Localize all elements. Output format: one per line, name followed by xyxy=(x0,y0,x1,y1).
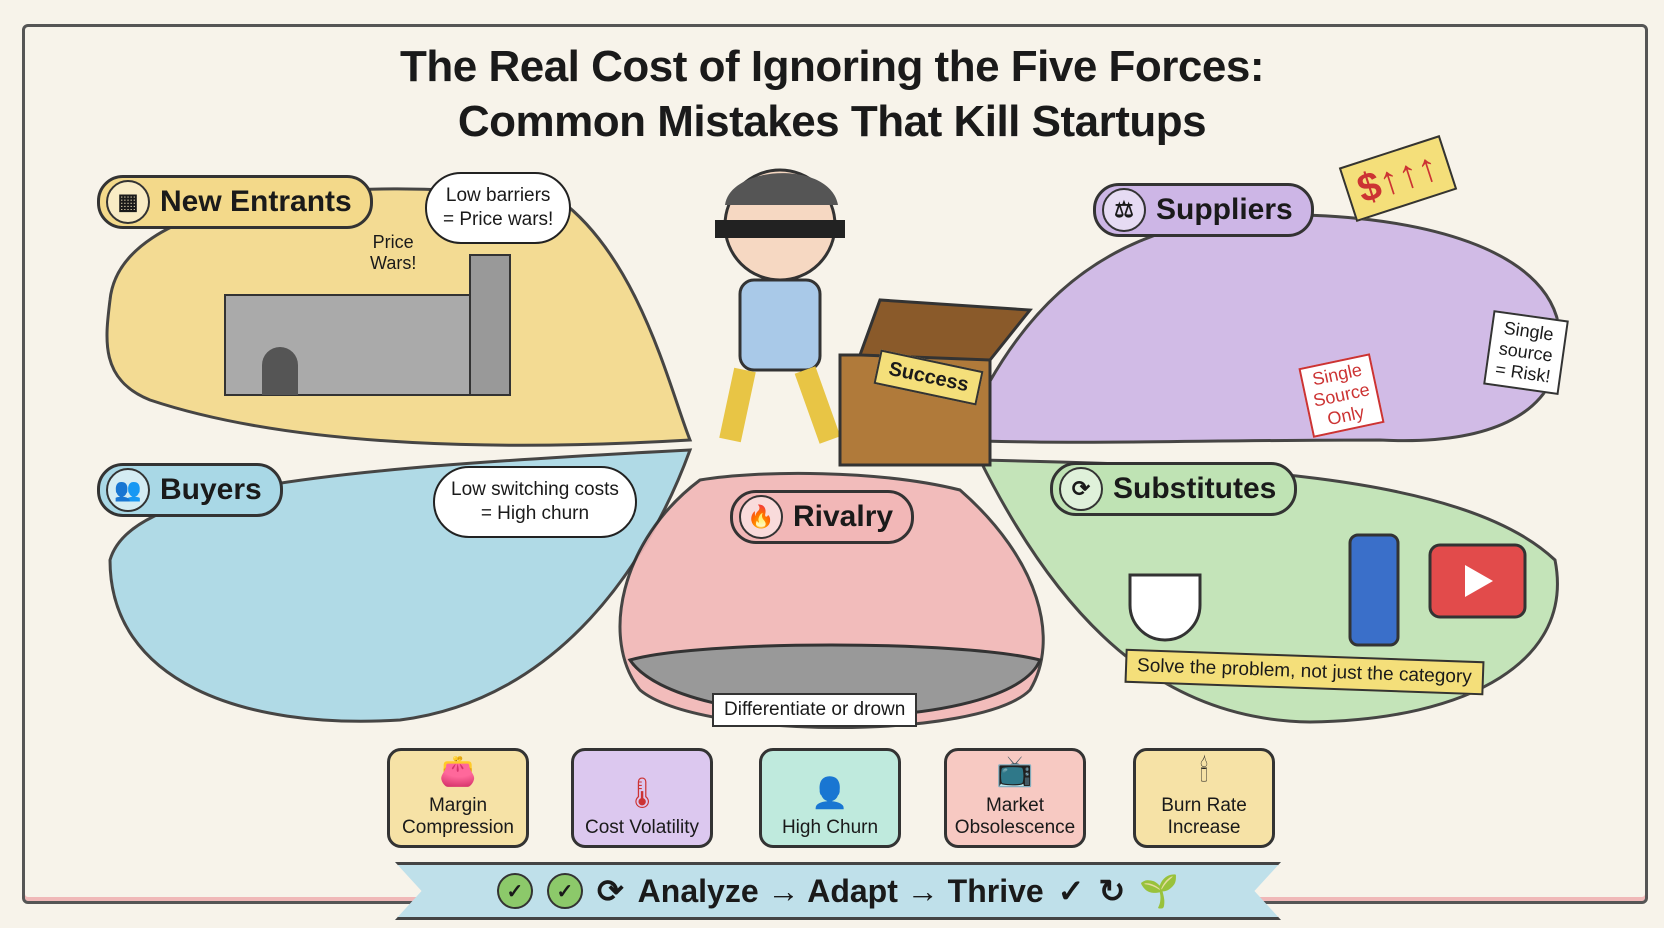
suppliers-label: ⚖ Suppliers xyxy=(1093,183,1314,237)
buyers-text: Buyers xyxy=(160,473,262,506)
thermometer-icon: 🌡 xyxy=(622,777,662,810)
cycle-icon: ↻ xyxy=(1098,873,1126,909)
person-leaving-icon: 👤 xyxy=(811,777,849,810)
bubble-line: = Price wars! xyxy=(443,209,554,230)
new-entrants-label: ▦ New Entrants xyxy=(97,175,373,229)
scale-icon: ⚖ xyxy=(1102,188,1146,232)
page-title-line2: Common Mistakes That Kill Startups xyxy=(457,97,1207,146)
card-line: Margin xyxy=(428,795,488,816)
cycle-icon: ⟳ xyxy=(596,873,624,909)
substitutes-text: Substitutes xyxy=(1113,472,1277,505)
card-line: Cost Volatility xyxy=(584,817,700,838)
suppliers-text: Suppliers xyxy=(1156,193,1293,226)
cycle-icon: ⟳ xyxy=(1059,467,1103,511)
card-line: Compression xyxy=(402,817,514,838)
new-entrants-bubble: Low barriers = Price wars! xyxy=(425,172,572,244)
consequence-card-high-churn: 👤 High Churn xyxy=(759,748,901,848)
wallet-icon: 👛 xyxy=(439,755,477,788)
sign-line: Wars! xyxy=(370,253,417,273)
bottom-banner: ✓ ✓ ⟳ Analyze → Adapt → Thrive ✓ ↻ 🌱 xyxy=(395,862,1281,920)
blindfolded-founder-illustration xyxy=(715,168,845,444)
new-entrants-text: New Entrants xyxy=(160,185,352,218)
bubble-line: Low barriers xyxy=(445,185,551,206)
bubble-line: Low switching costs xyxy=(451,479,619,500)
buyers-bubble: Low switching costs = High churn xyxy=(433,466,637,538)
card-line: Increase xyxy=(1167,817,1241,838)
substitutes-label: ⟳ Substitutes xyxy=(1050,462,1298,516)
bubble-line: = High churn xyxy=(480,503,590,524)
broken-tv-icon: 📺 xyxy=(996,755,1034,788)
card-line: Obsolescence xyxy=(954,817,1076,838)
rivalry-label: 🔥 Rivalry xyxy=(730,490,915,544)
people-icon: 👥 xyxy=(106,468,150,512)
buyers-label: 👥 Buyers xyxy=(97,463,283,517)
page-title-line1: The Real Cost of Ignoring the Five Force… xyxy=(400,42,1264,91)
rivalry-caption: Differentiate or drown xyxy=(712,693,918,727)
candle-icon: 🕯 xyxy=(1199,755,1209,788)
card-line: Market xyxy=(985,795,1045,816)
card-line: Burn Rate xyxy=(1161,795,1247,816)
check-icon: ✓ xyxy=(496,873,533,909)
banner-text: Analyze → Adapt → Thrive xyxy=(637,872,1044,909)
rivalry-text: Rivalry xyxy=(793,500,894,533)
barrier-icon: ▦ xyxy=(106,180,150,224)
sprout-icon: 🌱 xyxy=(1139,873,1180,909)
check-outline-icon: ✓ xyxy=(1057,873,1085,909)
consequence-card-cost-volatility: 🌡 Cost Volatility xyxy=(571,748,713,848)
substitute-products-illustration xyxy=(1128,533,1527,647)
sign-line: Price xyxy=(372,232,414,252)
fire-icon: 🔥 xyxy=(739,495,783,539)
castle-illustration xyxy=(224,254,511,396)
check-icon: ✓ xyxy=(546,873,583,909)
card-line: High Churn xyxy=(781,817,879,838)
